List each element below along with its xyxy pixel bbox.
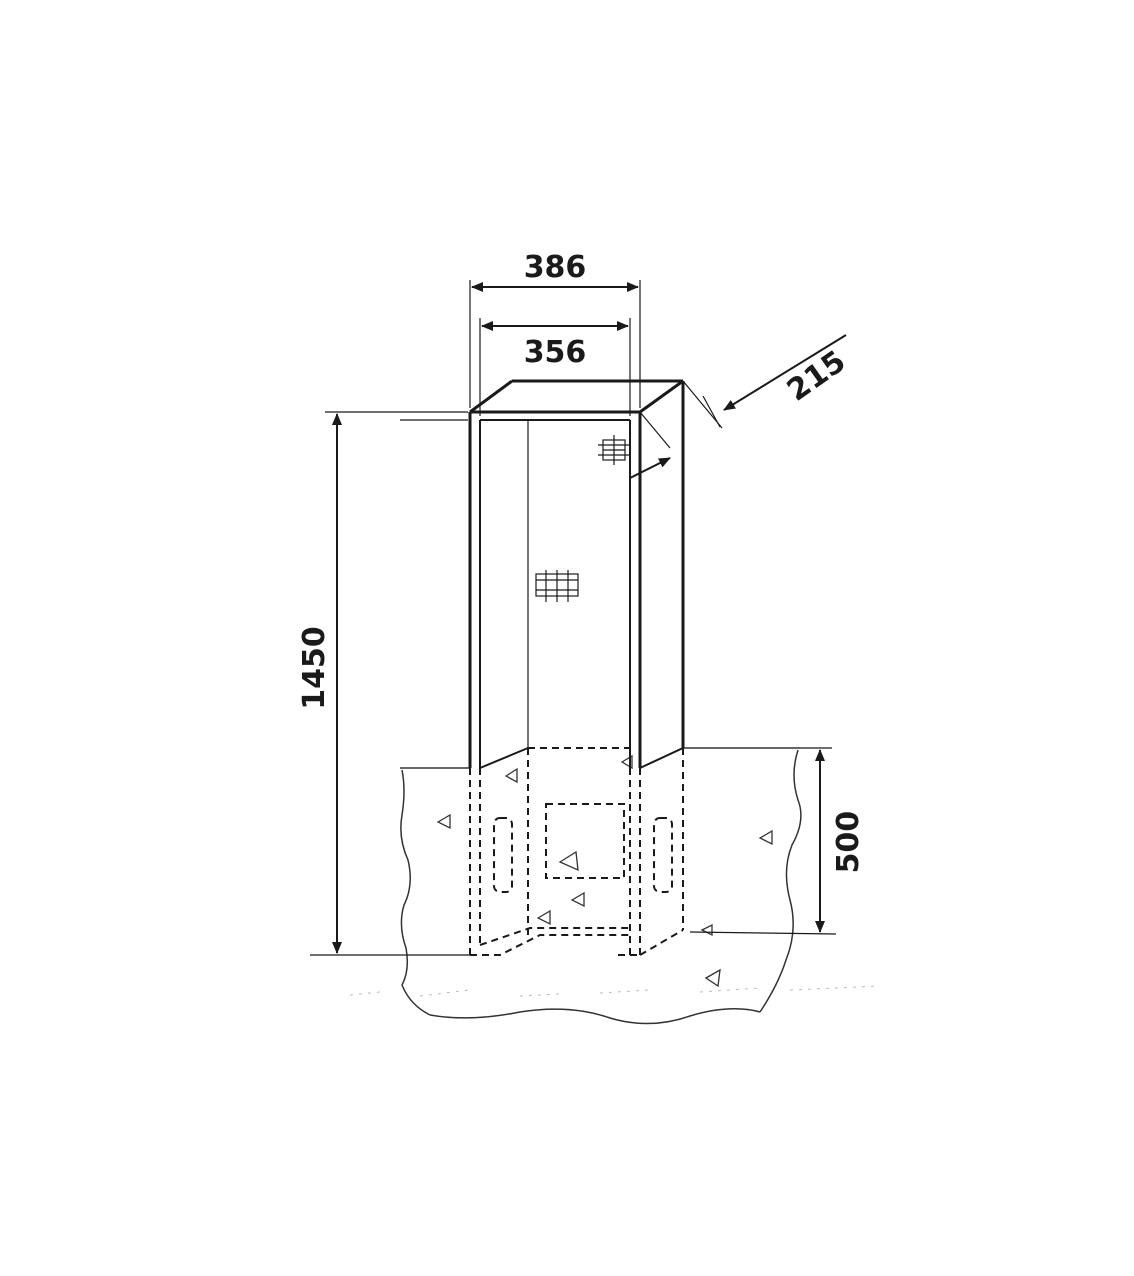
dimension-depth: 215	[629, 334, 852, 479]
pillar-embedded-part	[469, 748, 684, 956]
dimension-label-356: 356	[524, 335, 587, 370]
pillar-body	[468, 379, 685, 769]
dimension-total-height: 1450	[297, 411, 470, 956]
concrete-foundation	[349, 747, 881, 1025]
dimension-label-1450: 1450	[297, 626, 332, 710]
dimension-outer-width: 386	[469, 250, 641, 408]
mounting-plate-middle	[535, 570, 579, 602]
dimension-inner-width: 356	[479, 318, 631, 416]
mounting-plate-upper	[598, 435, 630, 465]
dimension-embedment-depth: 500	[689, 747, 866, 935]
dimension-label-500: 500	[831, 811, 866, 874]
dimension-label-386: 386	[524, 250, 587, 285]
